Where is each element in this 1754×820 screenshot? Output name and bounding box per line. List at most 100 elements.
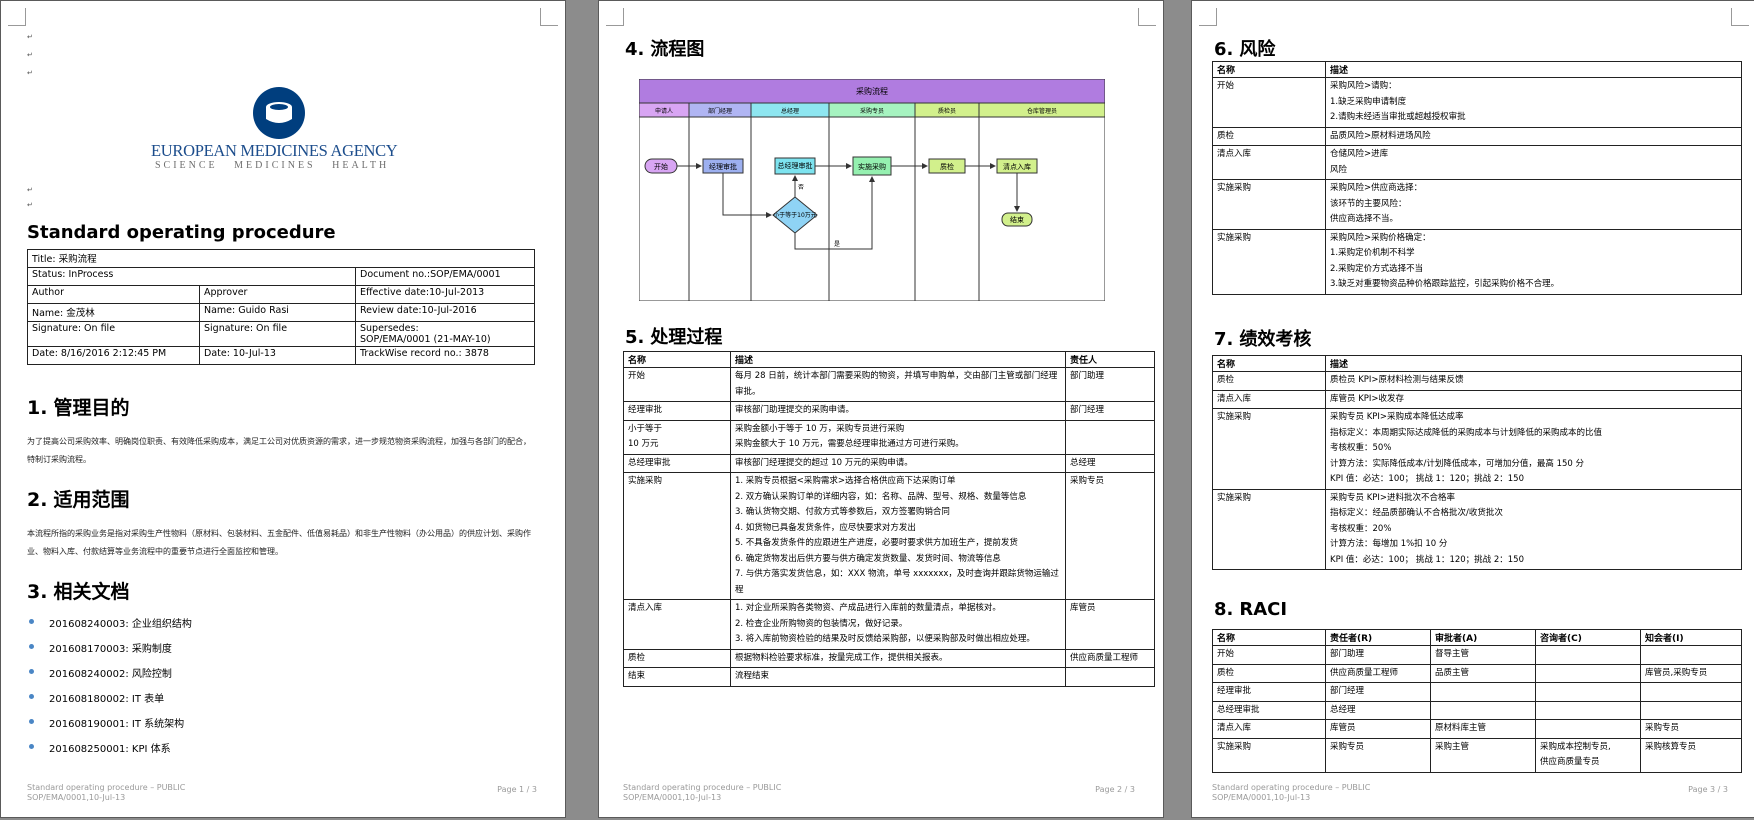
flow-node-start-label: 开始 <box>654 162 668 171</box>
table-cell: 质检员 KPI>原材料检测与结果反馈 <box>1325 371 1742 391</box>
list-item-text: 201608170003: 采购制度 <box>49 644 172 655</box>
logo-tagline: SCIENCE MEDICINES HEALTH <box>155 160 390 171</box>
flowchart-title: 采购流程 <box>856 86 888 96</box>
table-cell <box>1430 682 1536 702</box>
table-header-cell: 描述 <box>1325 61 1742 78</box>
section-heading-7: 7.绩效考核 <box>1214 329 1312 350</box>
table-cell: 采购风险>供应商选择： 该环节的主要风险： 供应商选择不当。 <box>1325 179 1742 230</box>
table-cell: 质检 <box>1212 371 1326 391</box>
agency-logo: EUROPEAN MEDICINES AGENCY SCIENCE MEDICI… <box>149 85 419 175</box>
table-header-cell: 审批者(A) <box>1430 629 1536 646</box>
table-cell: 清点入库 <box>1212 389 1326 409</box>
table-header-row: 名称责任者(R)审批者(A)咨询者(C)知会者(I) <box>1212 629 1742 646</box>
table-cell: 1. 对企业所采购各类物资、产成品进行入库前的数量清点，单据核对。 2. 检查企… <box>730 599 1066 650</box>
swimlane-label: 采购专员 <box>860 107 884 115</box>
table-cell: 质检 <box>623 648 731 668</box>
table-header-cell: 责任人 <box>1065 351 1155 368</box>
flow-label-yes: 是 <box>834 241 840 248</box>
flow-node-qc-label: 质检 <box>940 162 954 171</box>
list-item-text: 201608240002: 风险控制 <box>49 669 172 680</box>
table-header-cell: 知会者(I) <box>1640 629 1742 646</box>
table-cell <box>1640 682 1742 702</box>
table-cell: 开始 <box>1212 645 1326 665</box>
table-row: 实施采购采购专员采购主管采购成本控制专员, 供应商质量专员采购核算专员 <box>1212 737 1742 773</box>
table-cell: 部门经理 <box>1065 401 1155 421</box>
table-cell: 库管员 <box>1325 719 1431 739</box>
table-cell: 结束 <box>623 667 731 687</box>
table-cell: 采购专员 <box>1065 472 1155 600</box>
table-row: 清点入库库管员 KPI>收发存 <box>1212 389 1742 409</box>
swimlane-label: 部门经理 <box>708 107 732 115</box>
table-cell: 实施采购 <box>1212 737 1326 773</box>
flowchart-title-bar <box>639 79 1105 104</box>
table-row: 质检根据物料检验要求标准，按量完成工作，提供相关报表。供应商质量工程师 <box>623 648 1155 668</box>
process-table: 名称描述责任人开始每月 28 日前，统计本部门需要采购的物资，并填写申购单，交由… <box>623 351 1155 687</box>
document-title: Standard operating procedure <box>27 222 336 243</box>
margin-corner-mark <box>8 8 26 26</box>
flow-node-mgr-label: 经理审批 <box>709 162 737 171</box>
table-header-row: 名称描述 <box>1212 355 1742 372</box>
margin-corner-mark <box>606 8 624 26</box>
table-cell: 开始 <box>1212 77 1326 128</box>
flow-node-decision-label: 小于等于10万元 <box>773 211 817 219</box>
meta-date-author: Date: 8/16/2016 2:12:45 PM <box>27 346 200 365</box>
table-cell: 采购金额小于等于 10 万，采购专员进行采购 采购金额大于 10 万元，需要总经… <box>730 419 1066 455</box>
list-item: 201608170003: 采购制度 <box>27 640 192 665</box>
table-row: 实施采购采购专员 KPI>采购成本降低达成率 指标定义：本周期实际达成降低的采购… <box>1212 408 1742 490</box>
section-heading-3: 3.相关文档 <box>27 581 130 603</box>
table-cell: 总经理审批 <box>623 453 731 473</box>
table-cell <box>1535 645 1641 665</box>
table-row: 总经理审批总经理 <box>1212 700 1742 720</box>
table-cell: 经理审批 <box>1212 682 1326 702</box>
table-cell <box>1640 645 1742 665</box>
table-cell: 清点入库 <box>1212 145 1326 180</box>
table-header-row: 名称描述 <box>1212 61 1742 78</box>
bullet-icon <box>29 619 34 624</box>
flow-node-exec-label: 实施采购 <box>858 162 886 171</box>
page-footer-right: Page 1 / 3 <box>497 785 537 794</box>
table-cell: 供应商质量工程师 <box>1065 648 1155 668</box>
meta-supersedes-label: Supersedes: <box>360 323 419 334</box>
flow-label-no: 否 <box>798 184 804 191</box>
table-header-cell: 名称 <box>1212 355 1326 372</box>
table-cell: 督导主管 <box>1430 645 1536 665</box>
table-cell: 实施采购 <box>1212 228 1326 295</box>
table-cell: 总经理审批 <box>1212 700 1326 720</box>
table-row: 实施采购采购风险>供应商选择： 该环节的主要风险： 供应商选择不当。 <box>1212 179 1742 230</box>
list-item: 201608180002: IT 表单 <box>27 690 192 715</box>
flow-node-store-label: 清点入库 <box>1003 162 1031 171</box>
table-cell: 开始 <box>623 367 731 402</box>
list-item: 201608240002: 风险控制 <box>27 665 192 690</box>
table-row: 质检品质风险>原材料进场风险 <box>1212 126 1742 146</box>
table-row: 经理审批部门经理 <box>1212 682 1742 702</box>
bullet-icon <box>29 669 34 674</box>
table-header-cell: 描述 <box>1325 355 1742 372</box>
table-cell: 清点入库 <box>1212 719 1326 739</box>
margin-corner-mark <box>1199 8 1217 26</box>
bullet-icon <box>29 694 34 699</box>
section-1-text: 为了提高公司采购效率、明确岗位职责、有效降低采购成本，满足工公司对优质资源的需求… <box>27 437 531 464</box>
table-cell: 库管员 <box>1065 599 1155 650</box>
table-row: 开始采购风险>请购： 1.缺乏采购申请制度 2.请购未经适当审批或超越授权审批 <box>1212 77 1742 128</box>
margin-corner-mark <box>1731 8 1749 26</box>
meta-signature-approver: Signature: On file <box>199 321 356 347</box>
margin-corner-mark <box>1138 8 1156 26</box>
table-row: 实施采购采购风险>采购价格确定： 1.采购定价机制不科学 2.采购定价方式选择不… <box>1212 228 1742 295</box>
page-footer-right: Page 2 / 3 <box>1095 785 1135 794</box>
table-cell <box>1065 419 1155 455</box>
table-cell: 品质主管 <box>1430 663 1536 683</box>
list-item-text: 201608250001: KPI 体系 <box>49 744 171 755</box>
meta-approver: Approver <box>199 285 356 304</box>
table-cell: 采购核算专员 <box>1640 737 1742 773</box>
page-footer-right: Page 3 / 3 <box>1688 785 1728 794</box>
table-cell: 流程结束 <box>730 667 1066 687</box>
table-cell: 品质风险>原材料进场风险 <box>1325 126 1742 146</box>
table-header-cell: 描述 <box>730 351 1066 368</box>
flow-node-end <box>1001 212 1033 227</box>
logo-org-name: EUROPEAN MEDICINES AGENCY <box>151 141 398 160</box>
meta-trackwise: TrackWise record no.: 3878 <box>355 346 535 365</box>
table-cell: 采购风险>采购价格确定： 1.采购定价机制不科学 2.采购定价方式选择不当 3.… <box>1325 228 1742 295</box>
